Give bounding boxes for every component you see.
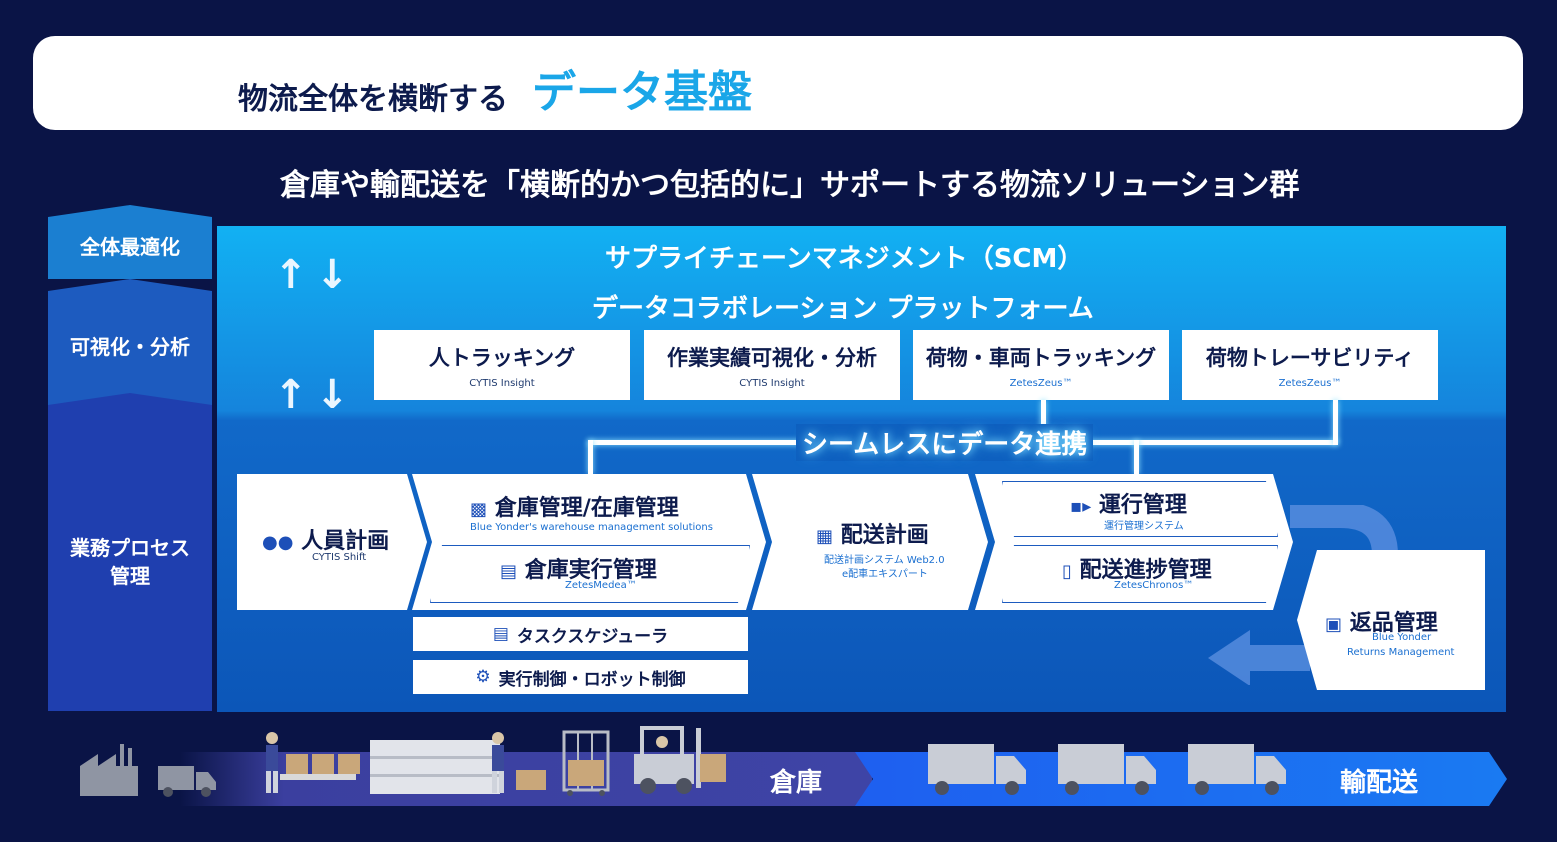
operation-label: 運行管理 [1098,493,1187,518]
progress-product: ZetesChronos™ [1114,580,1194,591]
up-down-arrows-icon: ↑↓ [274,252,358,298]
card-people-tracking: 人トラッキング CYTIS Insight [374,330,630,400]
connector-line [1134,440,1139,474]
transport-label: 輸配送 [1340,768,1419,798]
level-process-management: 業務プロセス 管理 [48,393,212,711]
process-delivery-planning [752,474,988,610]
connector-line [588,440,593,474]
card-title: 荷物トレーサビリティ [1205,346,1415,370]
route-icon: ▦ [816,526,834,547]
warehouse-workers-icon [266,732,546,794]
wes-title: ▤ 倉庫実行管理 [500,552,657,584]
staff-planning-product: CYTIS Shift [312,552,367,563]
data-platform-label: データコラボレーション プラットフォーム [592,294,1094,324]
staff-planning-label: 人員計画 [301,529,390,554]
title-emphasis: データ基盤 [532,67,752,118]
operation-box [1002,481,1278,537]
box-icon: ▣ [1325,614,1343,635]
truck-icon [1058,744,1156,795]
returns-product-1: Blue Yonder [1372,632,1432,643]
card-product: CYTIS Insight [469,378,535,389]
returns-label: 返品管理 [1349,611,1438,636]
task-scheduler-label: タスクスケジューラ [516,626,669,647]
document-icon: ▤ [500,561,518,582]
wes-box [430,545,750,603]
delivery-planning-label: 配送計画 [840,523,929,548]
forklift-icon [634,726,726,794]
left-level-column: 全体最適化 可視化・分析 業務プロセス 管理 [48,205,212,711]
level-visualization: 可視化・分析 [48,279,212,415]
delivery-planning-product-1: 配送計画システム Web2.0 [824,555,945,566]
connector-line [1333,400,1338,445]
up-down-arrows-icon: ↑↓ [274,372,358,418]
staff-planning-title: ●● 人員計画 [262,523,389,555]
people-icon: ●● [262,532,294,553]
delivery-planning-product-2: e配車エキスパート [842,569,928,580]
card-title: 人トラッキング [428,346,576,370]
scm-label: サプライチェーンマネジメント（SCM） [605,244,1084,274]
card-product: ZetesZeus™ [1278,378,1342,389]
card-title: 作業実績可視化・分析 [667,346,877,370]
truck-icon [1188,744,1286,795]
progress-title: ▯ 配送進捗管理 [1062,552,1212,584]
card-product: CYTIS Insight [739,378,805,389]
card-title: 荷物・車両トラッキング [925,346,1157,370]
warehouse-label: 倉庫 [770,768,823,798]
warehouse-icon: ▩ [470,499,488,520]
title-prefix: 物流全体を横断する [238,82,508,117]
level-process-management-label: 業務プロセス 管理 [70,536,190,588]
card-cargo-traceability: 荷物トレーサビリティ ZetesZeus™ [1182,330,1438,400]
robot-arm-icon: ⚙ [475,667,491,687]
progress-box [1002,545,1278,603]
seamless-integration-label: シームレスにデータ連携 [796,424,1094,461]
subtitle: 倉庫や輸配送を「横断的かつ包括的に」サポートする物流ソリューション群 [280,168,1300,203]
wms-title: ▩ 倉庫管理/在庫管理 [470,490,679,522]
cage-cart-icon [562,730,610,796]
wms-label: 倉庫管理/在庫管理 [494,496,679,521]
connector-line [1041,400,1046,442]
title-banner [33,36,1523,130]
robot-control-box: ⚙ 実行制御・ロボット制御 [413,660,748,694]
returns-title: ▣ 返品管理 [1325,605,1438,637]
robot-control-label: 実行制御・ロボット制御 [498,669,686,690]
process-returns [1297,550,1485,690]
handheld-icon: ▯ [1062,561,1072,582]
truck-icon [928,744,1026,795]
truck-icon [158,766,216,797]
process-staff-planning [237,474,427,610]
level-optimization: 全体最適化 [48,205,212,279]
task-scheduler-box: ▤ タスクスケジューラ [413,617,748,651]
file-icon: ▤ [492,624,509,644]
progress-label: 配送進捗管理 [1079,558,1212,583]
operation-product: 運行管理システム [1104,521,1184,532]
delivery-planning-title: ▦ 配送計画 [816,517,929,549]
wes-product: ZetesMedea™ [565,580,637,591]
card-product: ZetesZeus™ [1009,378,1073,389]
truck-icon: ▪▸ [1070,496,1092,517]
card-work-analytics: 作業実績可視化・分析 CYTIS Insight [644,330,900,400]
wms-product: Blue Yonder's warehouse management solut… [470,522,713,533]
returns-product-2: Returns Management [1347,647,1455,658]
wes-label: 倉庫実行管理 [524,558,657,583]
card-cargo-vehicle-tracking: 荷物・車両トラッキング ZetesZeus™ [913,330,1169,400]
factory-icon [80,744,138,796]
operation-title: ▪▸ 運行管理 [1070,487,1187,519]
